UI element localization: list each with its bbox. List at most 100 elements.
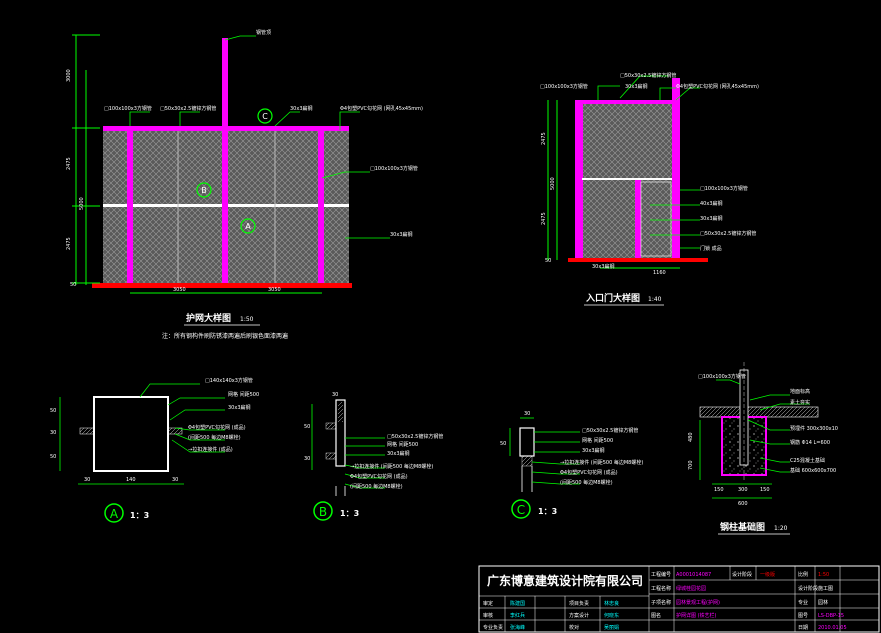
callout-text: Φ4包塑PVC勾花网 (成品) <box>188 424 246 431</box>
detail-c-tube <box>519 427 535 457</box>
field-label: 工程编号 <box>651 571 671 578</box>
leader-line <box>531 461 580 465</box>
dim-text: 2475 <box>541 212 547 225</box>
dim-text: 50 <box>70 282 76 288</box>
detail-b-hatch <box>325 452 337 460</box>
callout-text: C25混凝土基础 <box>790 457 825 464</box>
leader-line <box>224 35 256 41</box>
gate-post-right <box>672 78 680 260</box>
dim-text: 150 <box>760 487 770 493</box>
title-block: 广东博意建筑设计院有限公司 审定 审核 专业负责 陈建国 李红兵 张海峰 项目负… <box>478 565 880 633</box>
callout-text: 钢管顶 <box>256 29 271 36</box>
callout-text: 30x3扁钢 <box>387 450 410 457</box>
callout-text: □50x30x2.5镀锌方钢管 <box>160 105 216 112</box>
field-label: 图名 <box>651 612 661 619</box>
detail-b-scale: 1：3 <box>340 509 359 518</box>
dim-text: 600 <box>738 501 748 507</box>
callout-text: □50x30x2.5镀锌方钢管 <box>387 433 443 440</box>
field-label: 专业 <box>798 599 808 606</box>
field-value: 护网详图 (铁艺栏) <box>676 612 717 619</box>
callout-text: →拉扣连接件 (间距500 每边M8螺栓) <box>560 459 643 466</box>
foundation-detail: □100x100x3方钢管 地面标高 素土夯实 预埋件 300x300x10 钢… <box>688 362 838 535</box>
field-label: 比例 <box>798 571 808 578</box>
leader-line <box>749 394 790 401</box>
callout-text: □100x100x3方钢管 <box>698 373 746 380</box>
leader-line <box>716 379 741 385</box>
gate-title: 入口门大样图 <box>585 292 640 304</box>
field-label: 工程名称 <box>651 585 671 592</box>
main-fence-note: 注：所有钢构件刷防锈漆两遍后刷银色面漆两遍 <box>162 332 288 340</box>
leader-line <box>174 427 225 431</box>
leader-line <box>179 111 200 126</box>
leader-line <box>619 75 668 99</box>
dim-text: 50 <box>50 454 56 460</box>
role-label: 校对 <box>569 624 579 631</box>
leader-line <box>167 397 225 406</box>
field-value: 2010.01.05 <box>818 625 847 631</box>
leader-line <box>344 473 385 479</box>
detail-a-marker <box>104 503 124 523</box>
dim-text: 300 <box>738 487 748 493</box>
leader-line <box>659 87 676 100</box>
leader-line <box>531 481 580 485</box>
dim-text: 5000 <box>550 177 556 190</box>
dim-text: 3000 <box>66 69 72 82</box>
callout-text: 钢筋 Φ14 L=600 <box>790 439 830 446</box>
detail-a: □140x140x3方钢管 网格 间距500 30x3扁钢 Φ4包塑PVC勾花网… <box>50 377 259 523</box>
leader-line <box>597 85 620 100</box>
role-name: 陈建国 <box>510 600 525 607</box>
role-name: 张海峰 <box>510 624 525 631</box>
callout-text: 30x3扁钢 <box>228 404 251 411</box>
callout-text: (间距500 每边M8螺栓) <box>560 479 613 486</box>
detail-a-section <box>93 396 169 472</box>
detail-marker-c-label: C <box>262 112 268 121</box>
dim-text: 30 <box>172 477 178 483</box>
leader-line <box>171 439 225 453</box>
leader-line <box>531 471 580 475</box>
dim-text: 480 <box>688 432 694 442</box>
dim-text: 50 <box>304 424 310 430</box>
fence-post-middle <box>222 38 228 286</box>
callout-text: Φ4包塑PVC勾花网 (网孔45x45mm) <box>676 83 759 90</box>
ground-line <box>92 283 352 288</box>
dim-text: 2475 <box>66 157 72 170</box>
dim-text: 50 <box>500 441 506 447</box>
field-value: 绿城桂园花园 <box>676 585 706 592</box>
gate-post-left <box>575 100 583 260</box>
callout-text: 预埋件 300x300x10 <box>790 425 838 432</box>
leader-line <box>344 464 385 469</box>
role-name: 林忠良 <box>604 600 619 607</box>
leader-line <box>747 419 790 431</box>
callout-text: □100x100x3方钢管 <box>104 105 152 112</box>
detail-b-marker-label: B <box>319 505 327 519</box>
gate-top-rail <box>582 100 672 104</box>
callout-text: □100x100x3方钢管 <box>540 83 588 90</box>
callout-text: Φ4包塑PVC勾花网 (成品) <box>560 469 618 476</box>
detail-b-hatch <box>325 422 337 430</box>
detail-marker-a <box>240 218 256 234</box>
dim-text: 30 <box>84 477 90 483</box>
gate-leaf <box>640 181 672 257</box>
leader-line <box>759 457 790 463</box>
callout-text: 门锁 成品 <box>700 245 722 252</box>
dim-text: 5000 <box>79 197 85 210</box>
callout-text: (间距500 每边M8螺栓) <box>188 434 241 441</box>
callout-text: 40x3扁钢 <box>700 200 723 207</box>
detail-marker-a-label: A <box>245 222 251 231</box>
detail-marker-b <box>196 182 212 198</box>
role-label: 专业负责 <box>483 624 503 631</box>
fence-post-left <box>127 126 133 286</box>
dim-text: 2475 <box>541 132 547 145</box>
callout-text: (间距500 每边M8螺栓) <box>350 483 403 490</box>
detail-a-clip-left <box>79 427 95 435</box>
callout-text: Φ4包塑PVC勾花网 (成品) <box>350 473 408 480</box>
detail-c-scale: 1：3 <box>538 507 557 516</box>
dim-text: 30 <box>50 430 56 436</box>
gate-leaf-frame <box>635 180 641 258</box>
leader-line <box>174 433 225 441</box>
foundation-scale: 1:20 <box>774 525 788 532</box>
callout-text: □50x30x2.5镀锌方钢管 <box>700 230 756 237</box>
dim-text: 3050 <box>173 287 186 293</box>
callout-text: 30x3扁钢 <box>290 105 313 112</box>
